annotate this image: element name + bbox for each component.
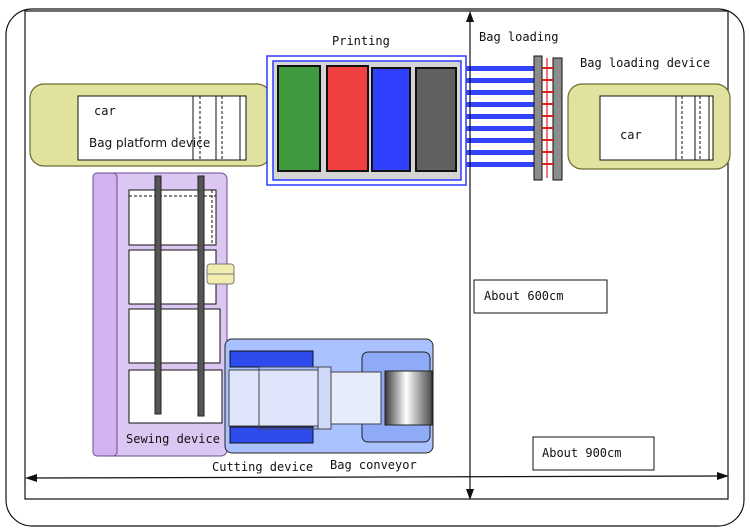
- cutter-blade-top: [229, 350, 314, 368]
- sewing-device: Sewing device: [92, 172, 235, 457]
- sewing-slot-3: [128, 308, 221, 364]
- arrow-left-icon: [25, 474, 37, 482]
- dimension-600-box: [473, 279, 608, 314]
- conveyor-belt: [330, 371, 382, 425]
- bag-conveyor: Cutting device Bag conveyor: [212, 338, 434, 474]
- sewing-slot-4: [128, 369, 223, 424]
- printing-label: Printing: [332, 34, 390, 48]
- dimension-900-label: About 900cm: [542, 446, 621, 460]
- bag-conveyor-label: Bag conveyor: [330, 458, 417, 472]
- workshop-boundary: [24, 10, 729, 500]
- horizontal-dimension-line: [29, 475, 725, 479]
- bag-loading-label: Bag loading: [479, 30, 558, 44]
- bag-platform-label: Bag platform device: [89, 136, 210, 150]
- arrow-right-icon: [717, 472, 729, 480]
- bag-loading-device-label: Bag loading device: [580, 56, 710, 70]
- car-right-box: [599, 95, 714, 161]
- dimension-600-label: About 600cm: [484, 289, 563, 303]
- ink-unit-gray: [415, 67, 457, 172]
- arrow-down-icon: [466, 489, 474, 500]
- sewing-side-rail: [92, 172, 118, 457]
- car-left-label: car: [94, 104, 116, 118]
- bag-loading-post-right: [552, 57, 563, 181]
- car-right-label: car: [620, 128, 642, 142]
- feed-rails: [466, 66, 534, 167]
- dimension-900-box: [532, 436, 655, 471]
- arrow-up-icon: [466, 11, 474, 22]
- cutting-device-label: Cutting device: [212, 460, 313, 474]
- bag-loading-post-left: [533, 55, 543, 181]
- sewing-bar-right: [197, 175, 205, 417]
- sewing-device-label: Sewing device: [126, 432, 220, 446]
- outer-frame: [5, 8, 745, 527]
- ink-unit-blue: [371, 67, 411, 172]
- ink-unit-red: [326, 65, 369, 172]
- dimension-horizontal: [25, 472, 729, 482]
- bag-loading: Bag loading: [479, 30, 563, 181]
- ink-unit-green: [277, 65, 321, 172]
- bag-loading-device: Bag loading device car: [567, 56, 731, 170]
- car-left-box: [77, 95, 247, 161]
- bag-platform-device: car Bag platform device: [29, 83, 272, 167]
- conveyor-roller: [384, 370, 433, 426]
- dimension-vertical: [466, 11, 474, 500]
- printing-machine: Printing: [266, 34, 467, 186]
- cutter-blade-bottom: [229, 426, 314, 444]
- sewing-bar-left: [154, 175, 162, 415]
- cutter-roll: [228, 369, 332, 427]
